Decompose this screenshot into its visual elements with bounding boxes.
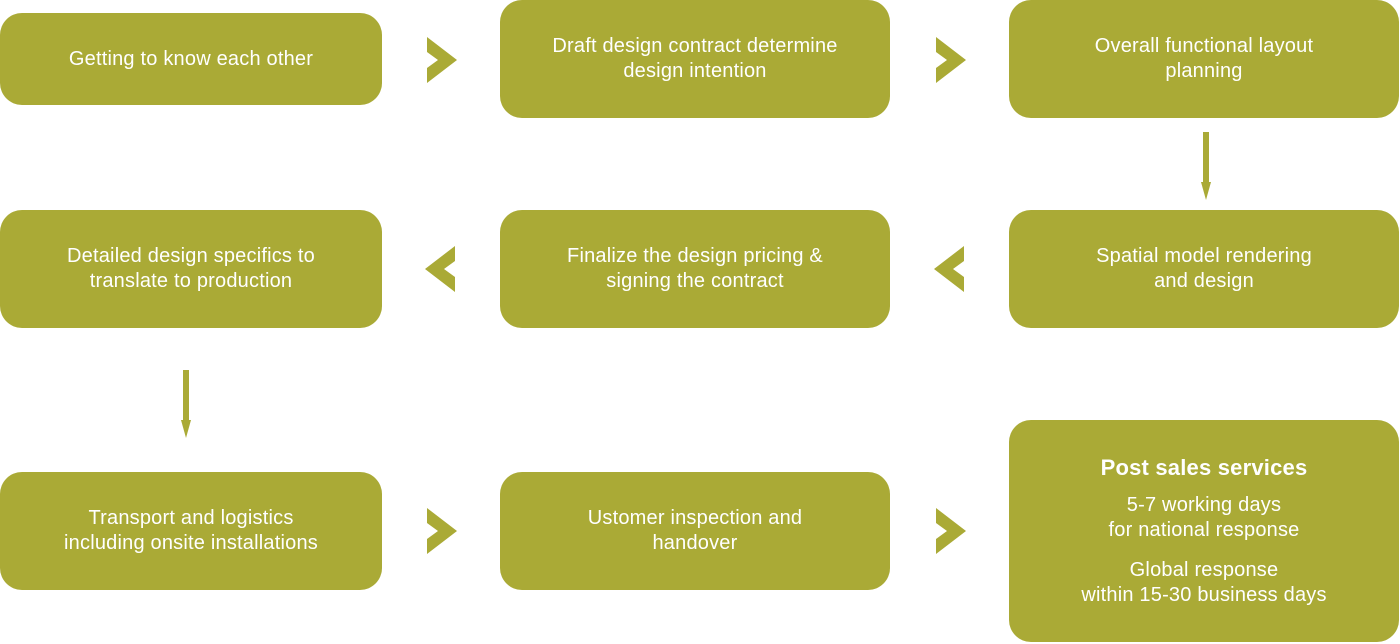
chevron-left-icon — [423, 244, 459, 294]
chevron-right-icon — [423, 506, 459, 556]
step-transport-logistics: Transport and logistics including onsite… — [0, 472, 382, 590]
step-label: Detailed design specifics to translate t… — [67, 245, 315, 292]
step-getting-to-know: Getting to know each other — [0, 13, 382, 105]
step-finalize-pricing: Finalize the design pricing & signing th… — [500, 210, 890, 328]
step-label: Draft design contract determine design i… — [552, 35, 838, 82]
step-detailed-design: Detailed design specifics to translate t… — [0, 210, 382, 328]
chevron-right-icon — [932, 506, 968, 556]
chevron-left-icon — [932, 244, 968, 294]
step-label: Overall functional layout planning — [1094, 35, 1314, 82]
step-inspection-handover: Ustomer inspection and handover — [500, 472, 890, 590]
step-post-sales: Post sales services 5-7 working days for… — [1009, 420, 1399, 642]
post-sales-global: Global response within 15-30 business da… — [1081, 558, 1327, 606]
arrow-down-icon — [1198, 132, 1214, 202]
step-layout-planning: Overall functional layout planning — [1009, 0, 1399, 118]
step-label: Transport and logistics including onsite… — [64, 507, 318, 554]
arrow-down-icon — [178, 370, 194, 440]
chevron-right-icon — [932, 35, 968, 85]
post-sales-national: 5-7 working days for national response — [1108, 493, 1300, 541]
chevron-right-icon — [423, 35, 459, 85]
step-label: Getting to know each other — [68, 47, 314, 70]
step-label: Spatial model rendering and design — [1096, 245, 1312, 292]
step-draft-contract: Draft design contract determine design i… — [500, 0, 890, 118]
step-spatial-model: Spatial model rendering and design — [1009, 210, 1399, 328]
step-label: Ustomer inspection and handover — [587, 507, 803, 554]
step-label: Finalize the design pricing & signing th… — [567, 245, 823, 292]
post-sales-title: Post sales services — [1100, 454, 1308, 480]
